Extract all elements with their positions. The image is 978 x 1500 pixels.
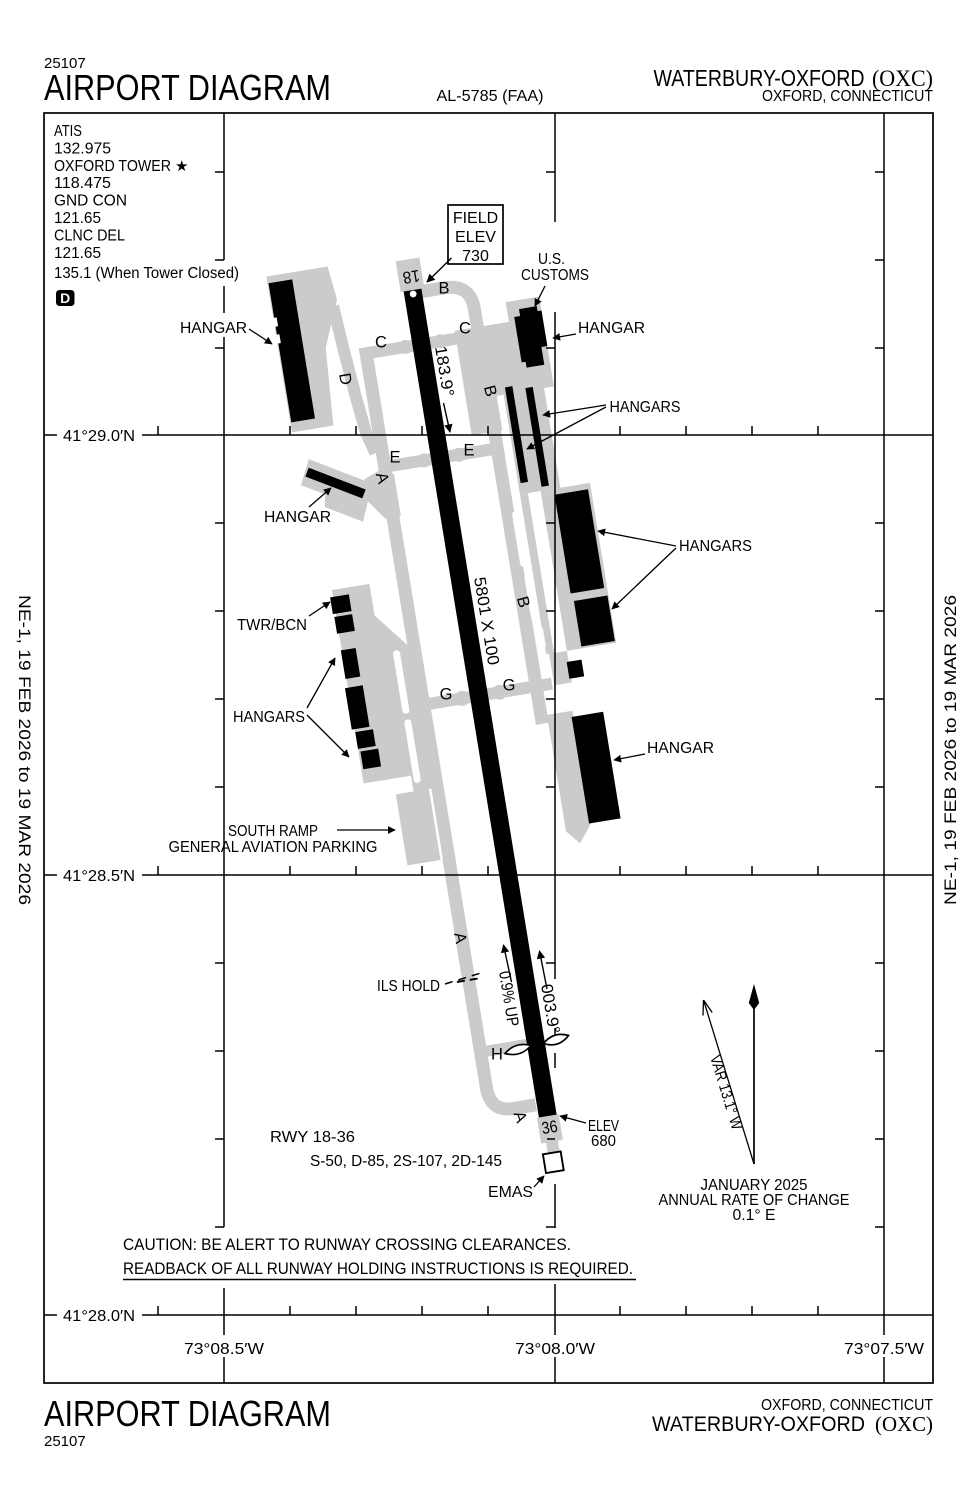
svg-text:JANUARY 2025: JANUARY 2025 xyxy=(701,1177,808,1194)
svg-text:WATERBURY-OXFORD: WATERBURY-OXFORD xyxy=(654,65,865,91)
svg-text:HANGAR: HANGAR xyxy=(647,740,714,757)
svg-text:NE-1, 19 FEB 2026 to 19 MAR: NE-1, 19 FEB 2026 to 19 MAR 2026 xyxy=(15,595,33,905)
svg-text:U.S.: U.S. xyxy=(538,251,565,268)
svg-text:ELEV: ELEV xyxy=(588,1118,619,1135)
svg-text:E: E xyxy=(389,449,400,467)
svg-text:680: 680 xyxy=(591,1133,616,1150)
svg-text:★: ★ xyxy=(175,158,188,175)
svg-text:CUSTOMS: CUSTOMS xyxy=(521,267,589,284)
svg-text:A: A xyxy=(372,470,392,485)
svg-text:CAUTION: BE ALERT TO RUNWAY CR: CAUTION: BE ALERT TO RUNWAY CROSSING CLE… xyxy=(123,1235,571,1254)
svg-text:41°29.0′N: 41°29.0′N xyxy=(63,428,135,445)
svg-text:G: G xyxy=(440,686,453,704)
svg-text:25107: 25107 xyxy=(44,55,86,72)
svg-text:(OXC): (OXC) xyxy=(875,1412,933,1436)
svg-text:B: B xyxy=(513,594,533,609)
svg-text:FIELD: FIELD xyxy=(453,210,498,227)
svg-text:HANGARS: HANGARS xyxy=(610,399,681,416)
svg-text:132.975: 132.975 xyxy=(54,140,111,157)
svg-text:ATIS: ATIS xyxy=(54,123,82,140)
svg-text:73°08.0′W: 73°08.0′W xyxy=(515,1341,596,1358)
svg-text:G: G xyxy=(503,677,516,695)
svg-text:HANGAR: HANGAR xyxy=(180,320,247,337)
svg-text:A: A xyxy=(450,931,470,945)
svg-text:18: 18 xyxy=(401,266,421,287)
svg-text:B: B xyxy=(438,280,449,298)
svg-text:ELEV: ELEV xyxy=(455,229,496,246)
svg-text:HANGARS: HANGARS xyxy=(233,709,305,726)
svg-text:C: C xyxy=(459,320,471,338)
svg-text:121.65: 121.65 xyxy=(54,245,101,262)
svg-text:ANNUAL RATE OF CHANGE: ANNUAL RATE OF CHANGE xyxy=(659,1192,850,1209)
svg-text:NE-1, 19 FEB 2026 to 19 MAR: NE-1, 19 FEB 2026 to 19 MAR 2026 xyxy=(942,595,960,905)
svg-text:GENERAL AVIATION PARKING: GENERAL AVIATION PARKING xyxy=(169,839,378,856)
svg-text:C: C xyxy=(375,334,387,352)
svg-text:73°07.5′W: 73°07.5′W xyxy=(844,1341,925,1358)
svg-text:OXFORD, CONNECTICUT: OXFORD, CONNECTICUT xyxy=(762,88,933,105)
svg-text:EMAS: EMAS xyxy=(488,1184,533,1201)
svg-text:CLNC DEL: CLNC DEL xyxy=(54,227,125,244)
svg-text:E: E xyxy=(463,442,474,460)
svg-text:(OXC): (OXC) xyxy=(872,66,933,92)
svg-text:AIRPORT DIAGRAM: AIRPORT DIAGRAM xyxy=(44,67,331,108)
svg-text:AIRPORT DIAGRAM: AIRPORT DIAGRAM xyxy=(44,1393,331,1434)
svg-text:ILS HOLD: ILS HOLD xyxy=(377,978,440,995)
svg-text:AL-5785 (FAA): AL-5785 (FAA) xyxy=(437,88,544,105)
svg-text:TWR/BCN: TWR/BCN xyxy=(237,617,307,634)
svg-text:OXFORD, CONNECTICUT: OXFORD, CONNECTICUT xyxy=(761,1397,933,1414)
svg-text:41°28.0′N: 41°28.0′N xyxy=(63,1308,135,1325)
svg-text:READBACK OF ALL RUNWAY HOLDING: READBACK OF ALL RUNWAY HOLDING INSTRUCTI… xyxy=(123,1259,633,1278)
svg-text:H: H xyxy=(491,1046,503,1064)
svg-text:D: D xyxy=(335,372,355,387)
svg-text:25107: 25107 xyxy=(44,1433,86,1450)
svg-text:HANGARS: HANGARS xyxy=(679,538,752,555)
svg-text:B: B xyxy=(480,383,500,398)
svg-text:RWY 18-36: RWY 18-36 xyxy=(270,1129,355,1146)
svg-text:HANGAR: HANGAR xyxy=(264,509,331,526)
svg-text:730: 730 xyxy=(462,248,489,265)
svg-text:GND CON: GND CON xyxy=(54,193,127,210)
svg-text:118.475: 118.475 xyxy=(54,175,111,192)
svg-text:0.1° E: 0.1° E xyxy=(733,1207,776,1224)
svg-text:D: D xyxy=(60,290,70,306)
svg-text:OXFORD TOWER: OXFORD TOWER xyxy=(54,158,171,175)
svg-text:73°08.5′W: 73°08.5′W xyxy=(184,1341,265,1358)
svg-text:HANGAR: HANGAR xyxy=(578,320,645,337)
svg-text:WATERBURY-OXFORD: WATERBURY-OXFORD xyxy=(652,1412,865,1436)
svg-text:36: 36 xyxy=(540,1117,559,1138)
svg-text:41°28.5′N: 41°28.5′N xyxy=(63,868,135,885)
svg-text:S-50, D-85, 2S-107, 2D-145: S-50, D-85, 2S-107, 2D-145 xyxy=(310,1153,502,1170)
svg-text:121.65: 121.65 xyxy=(54,210,101,227)
svg-text:135.1 (When Tower Closed): 135.1 (When Tower Closed) xyxy=(54,265,239,282)
svg-text:SOUTH RAMP: SOUTH RAMP xyxy=(228,823,318,840)
